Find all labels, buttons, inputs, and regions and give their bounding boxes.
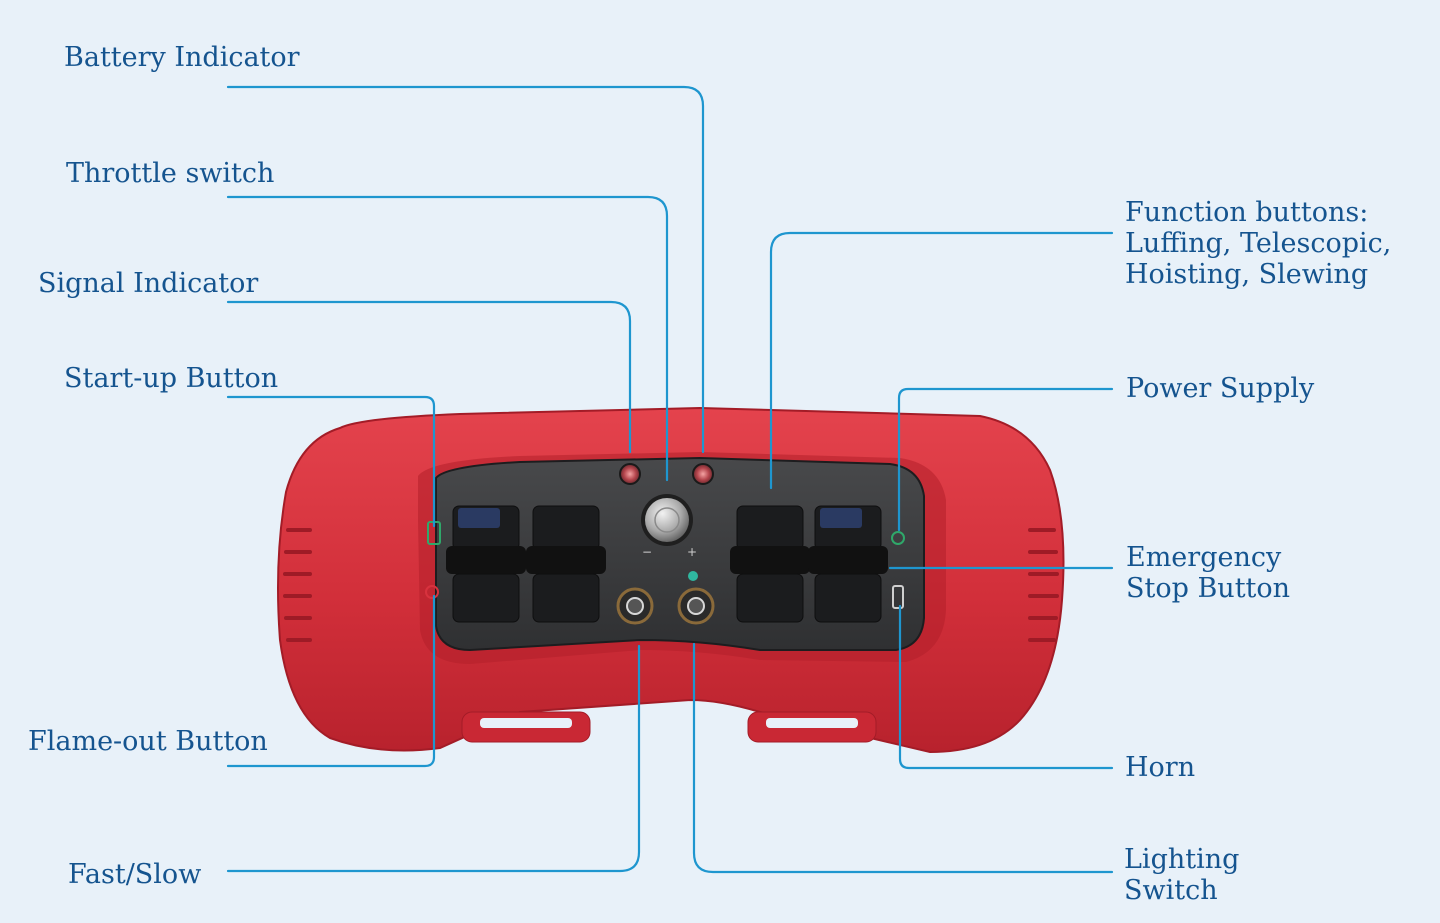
leader-power-supply xyxy=(897,387,1114,532)
label-emergency-stop-line-1: Emergency xyxy=(1126,542,1282,573)
leader-flameout-button xyxy=(226,594,436,768)
label-signal-indicator: Signal Indicator xyxy=(38,268,259,299)
leader-lines xyxy=(226,85,1114,874)
throttle-knob[interactable] xyxy=(641,494,693,546)
label-emergency-stop: Emergency Stop Button xyxy=(1126,542,1290,604)
function-paddle-right-1[interactable] xyxy=(730,505,810,623)
battery-indicator xyxy=(692,463,714,485)
lighting-toggle[interactable] xyxy=(677,587,715,625)
label-function-buttons-line-1: Function buttons: xyxy=(1125,197,1369,228)
label-startup-button: Start-up Button xyxy=(64,363,279,394)
throttle-plus-mark: + xyxy=(687,545,697,559)
label-function-buttons: Function buttons: Luffing, Telescopic, H… xyxy=(1125,197,1391,290)
leader-startup-button xyxy=(226,395,436,528)
label-lighting-switch: Lighting Switch xyxy=(1124,844,1239,906)
leader-lighting-switch xyxy=(692,642,1114,874)
function-paddle-right-2[interactable] xyxy=(808,505,888,623)
label-battery-indicator: Battery Indicator xyxy=(64,42,300,73)
label-lighting-switch-line-2: Switch xyxy=(1124,875,1218,906)
label-function-buttons-line-3: Hoisting, Slewing xyxy=(1125,259,1369,290)
label-fast-slow: Fast/Slow xyxy=(68,859,202,890)
fast-slow-toggle[interactable] xyxy=(616,587,654,625)
leader-function-buttons xyxy=(769,231,1114,490)
leader-signal-indicator xyxy=(226,300,632,454)
function-paddle-left-2[interactable] xyxy=(526,505,606,623)
signal-indicator xyxy=(619,463,641,485)
function-paddle-left-1[interactable] xyxy=(446,505,526,623)
label-function-buttons-line-2: Luffing, Telescopic, xyxy=(1125,228,1392,259)
label-flameout-button: Flame-out Button xyxy=(28,726,268,757)
label-lighting-switch-line-1: Lighting xyxy=(1124,844,1240,875)
leader-fast-slow xyxy=(226,644,641,873)
label-throttle-switch: Throttle switch xyxy=(66,158,275,189)
horn-icon xyxy=(892,585,904,609)
throttle-minus-mark: − xyxy=(642,545,652,559)
label-emergency-stop-line-2: Stop Button xyxy=(1126,573,1291,604)
lighting-symbol-icon xyxy=(688,571,698,581)
flameout-icon xyxy=(425,585,439,599)
label-power-supply: Power Supply xyxy=(1126,373,1315,404)
label-horn: Horn xyxy=(1125,752,1196,783)
leader-throttle-switch xyxy=(226,195,669,482)
leader-horn xyxy=(898,604,1114,770)
power-supply-icon xyxy=(891,531,905,545)
leader-battery-indicator xyxy=(226,85,705,454)
